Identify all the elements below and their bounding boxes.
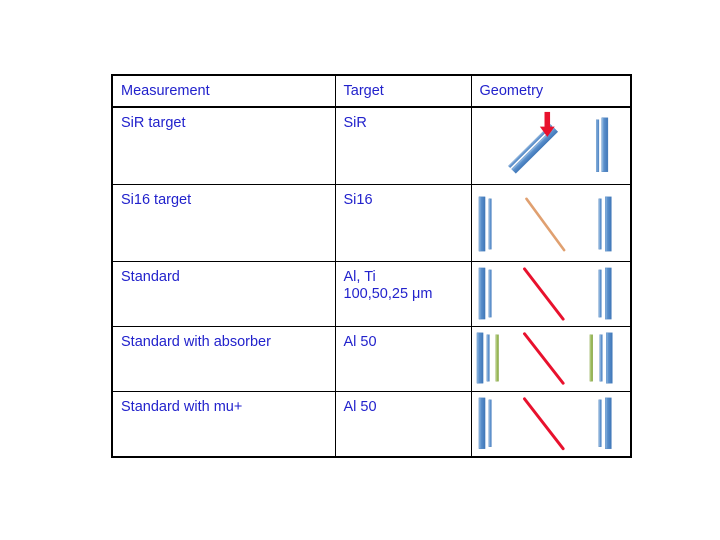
cell-target: Al 50	[334, 390, 472, 458]
absorber-bar-right	[589, 334, 593, 381]
cell-target: Si16	[334, 183, 472, 262]
cell-measurement: Standard	[111, 260, 336, 327]
cell-geometry	[470, 260, 632, 327]
column-header-geometry: Geometry	[470, 74, 632, 108]
target-label: Al 50	[343, 398, 377, 415]
table-header-row: Measurement Target Geometry	[111, 74, 632, 108]
column-header-measurement-label: Measurement	[121, 83, 210, 99]
cell-measurement: SiR target	[111, 106, 336, 185]
measurement-label: Si16 target	[121, 191, 192, 208]
measurement-label: Standard	[121, 268, 180, 285]
detector-right	[595, 117, 608, 172]
target-label: Al, Ti 100,50,25 μm	[343, 268, 433, 302]
cell-target: Al 50	[334, 325, 472, 392]
geometry-svg	[507, 111, 608, 174]
target-foil-red	[522, 331, 565, 385]
column-header-geometry-label: Geometry	[479, 83, 544, 99]
table-body: SiR target SiR	[111, 106, 632, 458]
column-header-target: Target	[334, 74, 472, 108]
measurement-geometry-table: Measurement Target Geometry SiR target S…	[111, 74, 632, 458]
detector-left	[476, 332, 490, 383]
cell-geometry	[470, 325, 632, 392]
geometry-svg	[476, 331, 613, 385]
geometry-diagram-muon	[472, 392, 631, 457]
target-foil-red	[522, 396, 565, 450]
measurement-label: Standard with absorber	[121, 333, 271, 350]
cell-measurement: Standard with mu+	[111, 390, 336, 458]
table-header: Measurement Target Geometry	[111, 74, 632, 108]
geometry-diagram-standard	[472, 262, 631, 326]
geometry-svg	[478, 196, 612, 251]
geometry-svg	[478, 266, 612, 321]
detector-left	[478, 267, 492, 319]
target-foil-red	[522, 266, 565, 321]
cell-measurement: Standard with absorber	[111, 325, 336, 392]
measurement-label: Standard with mu+	[121, 398, 243, 415]
geometry-diagram-sir	[472, 108, 631, 184]
detector-right	[599, 332, 613, 383]
geometry-diagram-absorber	[472, 327, 631, 391]
cell-target: SiR	[334, 106, 472, 185]
detector-right	[598, 196, 612, 251]
beam-arrow-icon	[539, 111, 555, 137]
detector-left	[478, 196, 492, 251]
cell-target: Al, Ti 100,50,25 μm	[334, 260, 472, 327]
cell-geometry	[470, 183, 632, 262]
target-label: SiR	[343, 115, 367, 131]
detector-right	[598, 267, 612, 319]
target-label: Al 50	[343, 333, 377, 350]
measurement-label: SiR target	[121, 115, 186, 131]
column-header-measurement: Measurement	[111, 74, 336, 108]
detector-right	[598, 397, 612, 449]
cell-geometry	[470, 390, 632, 458]
table-row: Standard with mu+ Al 50	[111, 390, 632, 458]
cell-geometry	[470, 106, 632, 185]
detector-left	[478, 397, 492, 449]
table-row: SiR target SiR	[111, 106, 632, 185]
tilted-target-bars	[507, 124, 558, 174]
absorber-bar-left	[495, 334, 499, 381]
table-row: Si16 target Si16	[111, 183, 632, 262]
target-foil-tan	[524, 197, 565, 251]
table-row: Standard Al, Ti 100,50,25 μm	[111, 260, 632, 327]
geometry-diagram-si16	[472, 185, 631, 261]
table-row: Standard with absorber Al 50	[111, 325, 632, 392]
column-header-target-label: Target	[343, 83, 384, 99]
target-label: Si16	[343, 191, 373, 208]
geometry-svg	[478, 396, 612, 450]
cell-measurement: Si16 target	[111, 183, 336, 262]
